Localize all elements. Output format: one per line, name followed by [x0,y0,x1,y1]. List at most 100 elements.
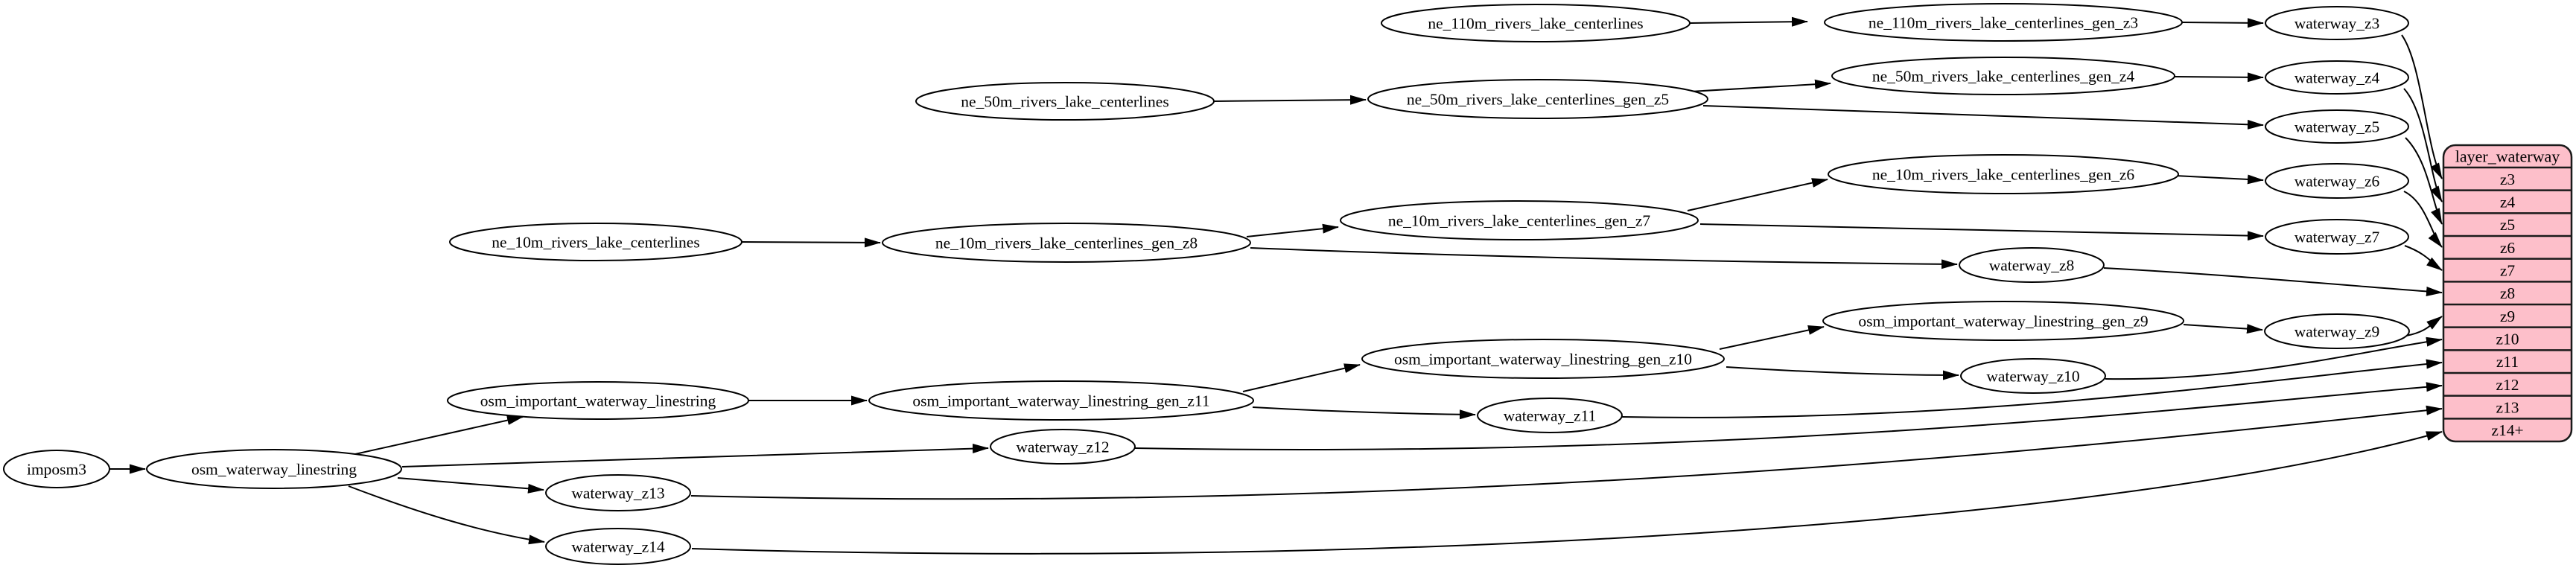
edge-waterway_z14-to-row_z14plus [691,431,2443,555]
node-ellipse [2264,313,2410,349]
node-ne_10m_rivers_lake_centerlines_gen_z8: ne_10m_rivers_lake_centerlines_gen_z8 [882,223,1251,263]
node-label: waterway_z3 [2294,15,2380,33]
record-row-z7: z7 [2500,262,2516,280]
node-label: ne_50m_rivers_lake_centerlines [961,93,1168,111]
record-row-z5: z5 [2500,216,2515,234]
node-label: waterway_z7 [2294,229,2380,246]
node-waterway_z13: waterway_z13 [545,474,691,511]
node-waterway_z4: waterway_z4 [2265,60,2409,95]
node-ellipse [1824,3,2183,42]
node-label: osm_important_waterway_linestring [480,392,716,410]
node-label: osm_important_waterway_linestring_gen_z1… [912,392,1209,410]
node-label: osm_waterway_linestring [191,461,357,479]
node-label: ne_10m_rivers_lake_centerlines_gen_z8 [935,234,1198,252]
node-label: imposm3 [27,461,86,479]
edge-waterway_z6-to-row_z6 [2403,191,2443,248]
node-label: waterway_z13 [571,485,664,502]
edge-ne_10m_rivers_lake_centerlines_gen_z6-to-waterway_z6 [2175,174,2264,185]
edge-osm_waterway_linestring-to-osm_important_waterway_linestring [354,415,524,455]
node-ne_10m_rivers_lake_centerlines_gen_z7: ne_10m_rivers_lake_centerlines_gen_z7 [1340,200,1699,240]
edge-osm_important_waterway_linestring_gen_z10-to-waterway_z10 [1726,366,1959,380]
edge-osm_important_waterway_linestring_gen_z11-to-osm_important_waterway_linestring_gen_z10 [1242,363,1361,392]
record-layer-waterway: layer_waterwayz3z4z5z6z7z8z9z10z11z12z13… [2442,144,2573,443]
node-ellipse [1340,200,1699,240]
record-outline [2442,144,2573,443]
edge-ne_10m_rivers_lake_centerlines-to-ne_10m_rivers_lake_centerlines_gen_z8 [741,237,881,248]
node-osm_important_waterway_linestring_gen_z9: osm_important_waterway_linestring_gen_z9 [1822,301,2184,341]
node-ellipse [2265,163,2409,199]
edge-osm_waterway_linestring-to-waterway_z14 [348,485,545,545]
node-ellipse [868,380,1254,421]
node-waterway_z10: waterway_z10 [1960,358,2106,394]
node-ellipse [545,528,691,565]
node-ellipse [447,381,749,420]
edge-ne_10m_rivers_lake_centerlines_gen_z8-to-waterway_z8 [1250,247,1958,269]
node-waterway_z7: waterway_z7 [2265,219,2409,255]
node-label: osm_important_waterway_linestring_gen_z9 [1858,313,2148,331]
edge-ne_10m_rivers_lake_centerlines_gen_z8-to-ne_10m_rivers_lake_centerlines_gen_z7 [1246,223,1339,237]
node-ellipse [1960,358,2106,394]
edge-waterway_z3-to-row_z3 [2401,34,2443,179]
node-imposm3: imposm3 [3,450,110,488]
node-ellipse [2265,60,2409,95]
node-ne_110m_rivers_lake_centerlines_gen_z3: ne_110m_rivers_lake_centerlines_gen_z3 [1824,3,2183,42]
node-ne_50m_rivers_lake_centerlines_gen_z5: ne_50m_rivers_lake_centerlines_gen_z5 [1367,79,1708,119]
edge-ne_50m_rivers_lake_centerlines_gen_z5-to-ne_50m_rivers_lake_centerlines_gen_z4 [1690,79,1831,92]
node-ellipse [1828,154,2179,194]
node-waterway_z14: waterway_z14 [545,528,691,565]
record-row-z11: z11 [2496,353,2519,371]
node-osm_waterway_linestring: osm_waterway_linestring [146,449,402,489]
node-label: waterway_z4 [2294,69,2380,87]
node-ne_50m_rivers_lake_centerlines: ne_50m_rivers_lake_centerlines [915,82,1215,121]
node-ellipse [1381,4,1691,42]
node-ellipse [1477,398,1623,433]
edge-ne_50m_rivers_lake_centerlines-to-ne_50m_rivers_lake_centerlines_gen_z5 [1213,95,1367,105]
node-osm_important_waterway_linestring: osm_important_waterway_linestring [447,381,749,420]
node-label: waterway_z5 [2294,118,2380,136]
node-waterway_z11: waterway_z11 [1477,398,1623,433]
record-row-z8: z8 [2500,284,2515,302]
edge-waterway_z12-to-row_z12 [1134,382,2443,451]
node-waterway_z6: waterway_z6 [2265,163,2409,199]
node-label: ne_110m_rivers_lake_centerlines [1428,15,1643,33]
node-ellipse [545,474,691,511]
node-osm_important_waterway_linestring_gen_z10: osm_important_waterway_linestring_gen_z1… [1361,339,1725,379]
record-row-z6: z6 [2500,239,2516,257]
edge-ne_10m_rivers_lake_centerlines_gen_z7-to-waterway_z7 [1699,223,2264,241]
node-waterway_z12: waterway_z12 [990,429,1136,465]
node-label: waterway_z6 [2294,173,2380,191]
node-ne_50m_rivers_lake_centerlines_gen_z4: ne_50m_rivers_lake_centerlines_gen_z4 [1831,57,2175,95]
node-ellipse [449,223,742,261]
node-label: osm_important_waterway_linestring_gen_z1… [1394,351,1692,368]
edge-waterway_z9-to-row_z9 [2405,316,2443,336]
node-osm_important_waterway_linestring_gen_z11: osm_important_waterway_linestring_gen_z1… [868,380,1254,421]
edge-ne_50m_rivers_lake_centerlines_gen_z5-to-waterway_z5 [1702,105,2264,130]
node-label: ne_50m_rivers_lake_centerlines_gen_z5 [1407,91,1669,109]
node-label: ne_10m_rivers_lake_centerlines [492,234,699,252]
edge-osm_waterway_linestring-to-waterway_z12 [401,444,989,468]
node-ne_10m_rivers_lake_centerlines_gen_z6: ne_10m_rivers_lake_centerlines_gen_z6 [1828,154,2179,194]
edge-ne_110m_rivers_lake_centerlines_gen_z3-to-waterway_z3 [2181,18,2264,28]
edge-osm_waterway_linestring-to-waterway_z13 [397,477,544,494]
node-waterway_z9: waterway_z9 [2264,313,2410,349]
node-waterway_z5: waterway_z5 [2265,109,2409,144]
record-row-z12: z12 [2496,376,2519,394]
edge-waterway_z11-to-row_z11 [1621,359,2443,418]
node-label: waterway_z8 [1989,257,2075,275]
node-ellipse [915,82,1215,121]
node-ellipse [1361,339,1725,379]
node-ellipse [1831,57,2175,95]
record-row-z9: z9 [2500,307,2515,325]
record-row-z14plus: z14+ [2491,421,2523,439]
node-ne_10m_rivers_lake_centerlines: ne_10m_rivers_lake_centerlines [449,223,742,261]
node-ellipse [2265,219,2409,255]
record-row-z4: z4 [2500,194,2516,211]
node-label: waterway_z9 [2294,323,2380,341]
node-label: waterway_z10 [1986,368,2079,386]
node-label: waterway_z12 [1016,438,1109,456]
edge-waterway_z10-to-row_z10 [2105,336,2443,380]
node-ellipse [3,450,110,488]
record-row-z10: z10 [2496,331,2519,348]
record-row-z3: z3 [2500,170,2515,188]
edge-osm_important_waterway_linestring_gen_z9-to-waterway_z9 [2183,324,2263,334]
